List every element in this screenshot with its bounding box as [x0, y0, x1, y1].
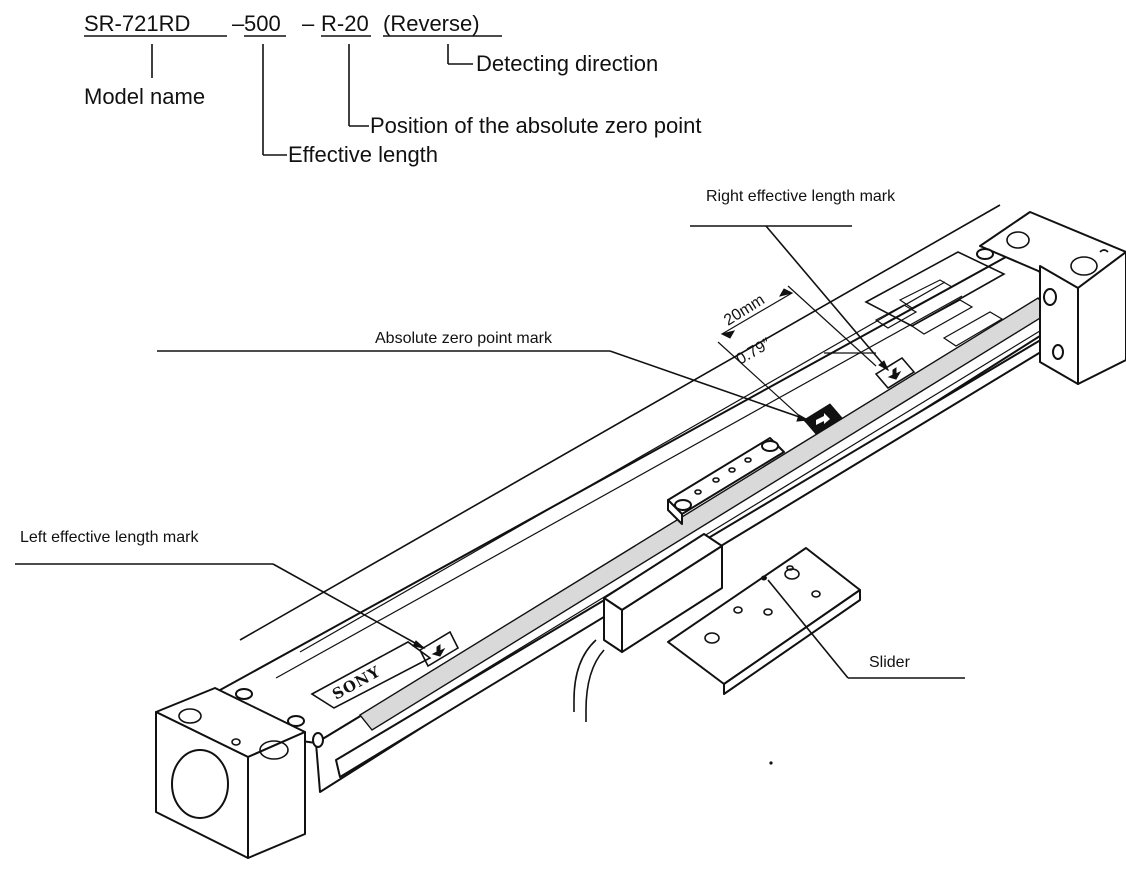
- sony-badge-frame: [310, 641, 432, 709]
- scale-top-face: [161, 251, 1063, 744]
- label-model-name: Model name: [84, 84, 205, 109]
- model-code-leaders: [151, 44, 473, 156]
- slider: [573, 437, 861, 722]
- right-mark-arrow-icon: [887, 367, 902, 380]
- model-code-length: 500: [244, 11, 281, 36]
- right-mark-box: [874, 356, 916, 390]
- label-effective-length: Effective length: [288, 142, 438, 167]
- callout-zero-mark-label: Absolute zero point mark: [375, 330, 553, 347]
- right-block-front: [1039, 265, 1079, 385]
- label-detecting-direction: Detecting direction: [476, 51, 658, 76]
- model-code-direction: (Reverse): [383, 11, 480, 36]
- scale-body: [161, 204, 1063, 793]
- dimension-imperial: 0.79″: [734, 335, 775, 368]
- model-code-model: SR-721RD: [84, 11, 190, 36]
- label-plate: [864, 251, 1006, 347]
- dimension-metric: 20mm: [721, 291, 768, 329]
- left-mark-box: [418, 630, 460, 668]
- zero-point-mark: [803, 403, 843, 435]
- right-effective-length-mark: [874, 356, 916, 390]
- left-block-bore: [171, 749, 229, 819]
- model-code-dash-2: –: [302, 11, 315, 36]
- left-end-block: [155, 687, 324, 859]
- plate-outline: [864, 251, 1006, 327]
- left-effective-length-mark: [418, 630, 460, 668]
- callout-left-mark: Left effective length mark: [15, 529, 426, 649]
- right-end-block: [976, 211, 1126, 385]
- callout-slider: Slider: [767, 579, 965, 679]
- model-code-legend: SR-721RD – 500 – R-20 (Reverse) Model na…: [84, 11, 701, 167]
- callout-right-mark: Right effective length mark: [690, 188, 896, 372]
- model-code-dash-1: –: [232, 11, 245, 36]
- model-code-zero: R-20: [321, 11, 369, 36]
- callout-slider-label: Slider: [869, 654, 911, 671]
- zero-mark-arrow-icon: [816, 413, 830, 425]
- callout-right-mark-label: Right effective length mark: [706, 188, 896, 205]
- left-mark-arrow-icon: [431, 644, 446, 657]
- label-zero-position: Position of the absolute zero point: [370, 113, 701, 138]
- callout-left-mark-label: Left effective length mark: [20, 529, 199, 546]
- callout-zero-mark: Absolute zero point mark: [157, 330, 810, 422]
- left-block-side: [247, 731, 306, 859]
- slider-head-side: [621, 545, 723, 653]
